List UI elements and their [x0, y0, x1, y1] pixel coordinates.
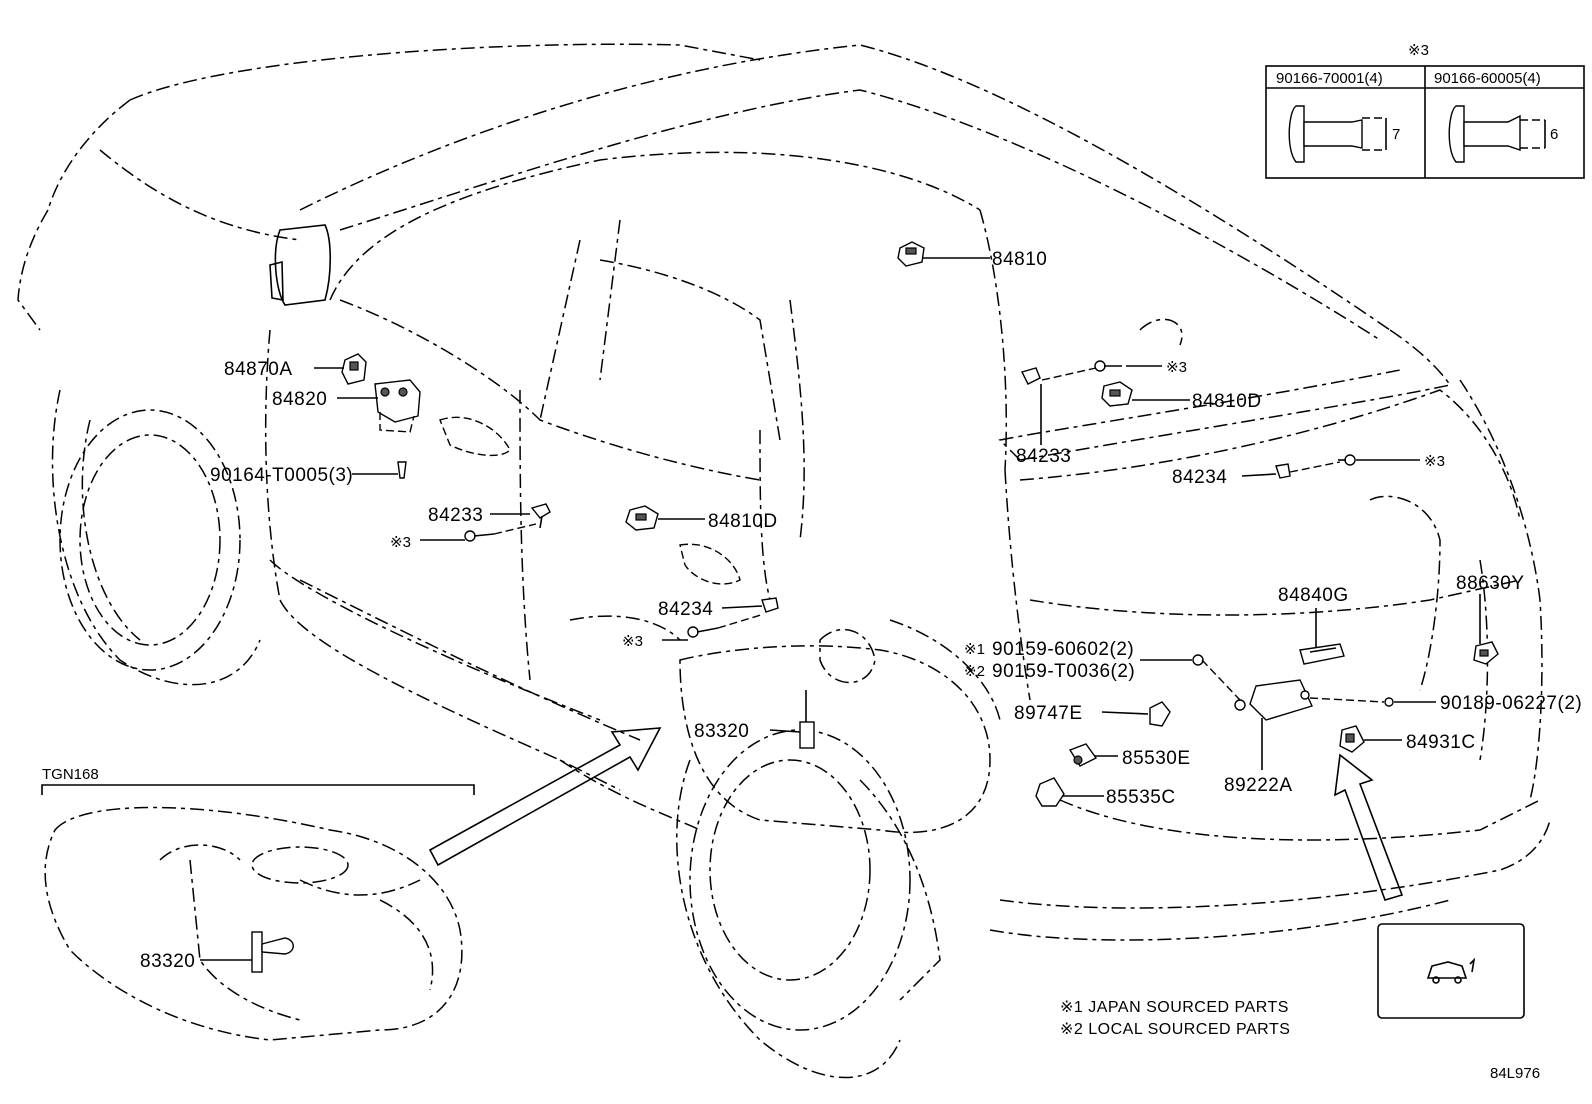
part-icon-84810	[897, 241, 925, 267]
fastener-table	[1265, 65, 1585, 179]
vehicle-view-icon-box	[1377, 923, 1525, 1019]
fastener-col2-part: 90166-60005(4)	[1434, 70, 1541, 87]
part-labels: 84810 84870A 84820 90164-T0005(3) 84233 …	[42, 249, 1582, 972]
label-ref2: ※2	[964, 663, 985, 680]
part-icons	[341, 241, 1499, 807]
label-tgn168: TGN168	[42, 766, 99, 783]
part-icon-84840G	[1299, 643, 1345, 665]
footnote-local: ※2 LOCAL SOURCED PARTS	[1060, 1021, 1290, 1038]
leader-lines	[314, 257, 1481, 797]
part-icon-84233-left	[530, 503, 551, 529]
label-89747E: 89747E	[1014, 703, 1083, 724]
fastener-icon-1	[1288, 105, 1387, 163]
fastener-col2-dim: 6	[1550, 126, 1558, 143]
label-ref3-right-upper: ※3	[1166, 359, 1187, 376]
vehicle-outline	[17, 43, 1551, 1079]
fastener-icon-2	[1448, 105, 1546, 163]
fastener-col1-dim: 7	[1392, 126, 1400, 143]
label-84870A: 84870A	[224, 359, 293, 380]
label-ref3-mid: ※3	[622, 633, 643, 650]
part-icon-89747E	[1149, 701, 1171, 727]
part-icon-84870A	[341, 353, 367, 385]
part-icon-83320-main	[799, 690, 815, 749]
part-icon-bolt-right-lower	[1338, 454, 1356, 466]
part-icon-84810D-right	[1101, 381, 1133, 407]
label-84233-left: 84233	[428, 505, 483, 526]
label-84810D-mid: 84810D	[708, 511, 778, 532]
part-icon-bolt-left	[464, 530, 495, 542]
part-icon-84234-left	[761, 597, 779, 613]
label-84810: 84810	[992, 249, 1047, 270]
part-icon-90189	[1384, 697, 1394, 707]
label-84234-right: 84234	[1172, 467, 1227, 488]
part-icon-88630Y	[1473, 641, 1499, 665]
label-84820: 84820	[272, 389, 327, 410]
direction-arrows	[428, 727, 1404, 901]
tgn168-inset	[41, 784, 475, 1041]
label-90164: 90164-T0005(3)	[210, 465, 353, 486]
label-90159-T0036: 90159-T0036(2)	[992, 661, 1135, 682]
part-icon-89222A	[1234, 679, 1313, 721]
label-85535C: 85535C	[1106, 787, 1176, 808]
part-icon-85535C	[1035, 777, 1065, 807]
vehicle-rear-icon	[1426, 957, 1476, 984]
part-icon-84234-right	[1275, 463, 1291, 479]
label-90189: 90189-06227(2)	[1440, 693, 1582, 714]
label-ref3-right-lower: ※3	[1424, 453, 1445, 470]
label-ref3-left: ※3	[390, 534, 411, 551]
footnote-japan: ※1 JAPAN SOURCED PARTS	[1060, 999, 1289, 1016]
part-icon-84820	[374, 379, 421, 423]
label-89222A: 89222A	[1224, 775, 1293, 796]
label-83320-inset: 83320	[140, 951, 195, 972]
part-icon-84931C	[1339, 725, 1365, 753]
fastener-col1-part: 90166-70001(4)	[1276, 70, 1383, 87]
label-84840G: 84840G	[1278, 585, 1349, 606]
fastener-table-text: ※3 90166-70001(4) 90166-60005(4) 7 6	[1276, 42, 1558, 143]
figure-code: 84L976	[1490, 1065, 1540, 1082]
label-84233-right: 84233	[1016, 446, 1071, 467]
part-icon-bolt-right-upper	[1094, 360, 1122, 372]
part-icon-84810D-mid	[625, 505, 659, 531]
part-icon-83320-inset	[251, 931, 294, 973]
label-88630Y: 88630Y	[1456, 573, 1525, 594]
label-85530E: 85530E	[1122, 748, 1191, 769]
part-icon-84233-right	[1020, 367, 1041, 385]
label-84234-left: 84234	[658, 599, 713, 620]
label-ref1: ※1	[964, 641, 985, 658]
part-icon-90164	[397, 461, 407, 479]
label-90159-60602: 90159-60602(2)	[992, 639, 1134, 660]
fastener-table-title: ※3	[1408, 42, 1429, 59]
label-83320-main: 83320	[694, 721, 749, 742]
part-icon-90159	[1192, 654, 1204, 666]
label-84931C: 84931C	[1406, 732, 1476, 753]
footnotes: ※1 JAPAN SOURCED PARTS ※2 LOCAL SOURCED …	[1060, 999, 1290, 1038]
part-icon-bolt-mid	[687, 626, 719, 638]
part-icon-85530E	[1068, 743, 1098, 767]
label-84810D-right: 84810D	[1192, 391, 1262, 412]
